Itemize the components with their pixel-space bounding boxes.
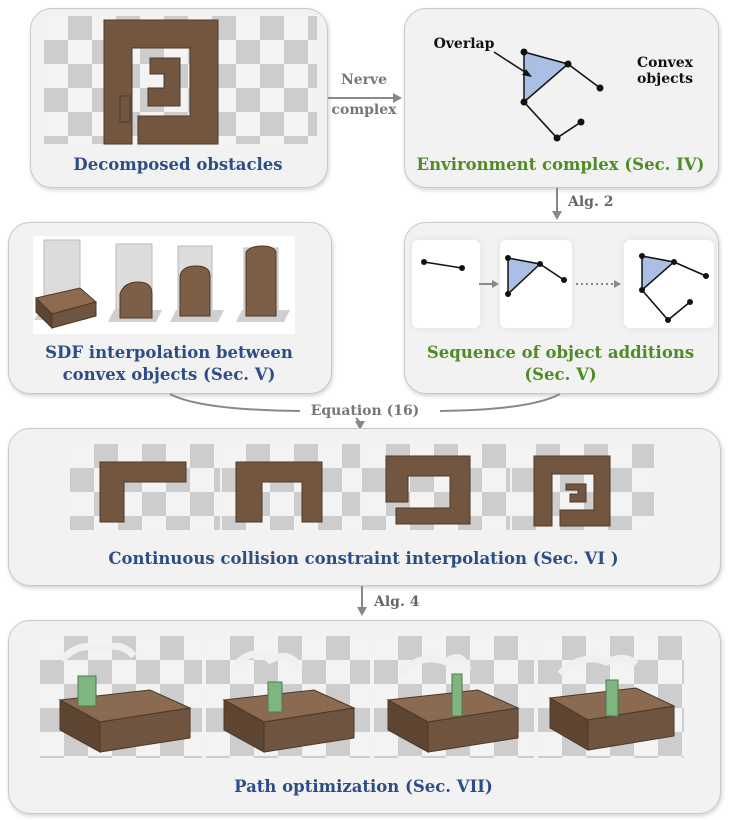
overlap-label: Overlap — [433, 36, 495, 52]
sdf-caption-line2: convex objects (Sec. Ⅴ) — [62, 365, 276, 384]
convex-objects-label-line1: Convex — [636, 55, 694, 71]
nerve-label-line1: Nerve — [340, 72, 388, 88]
path-optimization-caption: Path optimization (Sec. VII) — [234, 777, 493, 796]
environment-complex-panel — [404, 8, 719, 188]
equation-label: Equation (16) — [310, 403, 420, 419]
continuous-caption: Continuous collision constraint interpol… — [108, 549, 619, 568]
nerve-label-line2: complex — [331, 102, 397, 118]
convex-objects-label-line2: objects — [637, 71, 693, 87]
sequence-caption-line1: Sequence of object additions — [426, 343, 695, 362]
environment-complex-caption: Environment complex (Sec. IV) — [416, 155, 705, 174]
sequence-caption-line2: (Sec. V) — [524, 365, 597, 384]
continuous-frame-1 — [70, 444, 220, 530]
alg4-label: Alg. 4 — [374, 594, 420, 610]
sdf-caption-line1: SDF interpolation between — [45, 343, 293, 362]
alg2-label: Alg. 2 — [568, 194, 614, 210]
sequence-step-1 — [412, 240, 480, 328]
sequence-step-3 — [624, 240, 714, 328]
decomposed-obstacles-caption: Decomposed obstacles — [73, 155, 283, 174]
